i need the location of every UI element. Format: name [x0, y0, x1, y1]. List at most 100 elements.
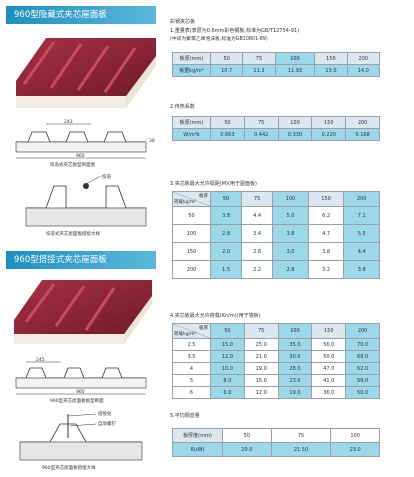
left-column: 960型隐藏式夹芯屋面板 243 960 38 扣盖式夹芯板型断面图 扣盖 扣盖… [6, 0, 156, 477]
t4-head: 75 [243, 323, 279, 339]
t4-head: 100 [277, 323, 313, 339]
panel-image-lap [14, 280, 152, 344]
diagram1-width-small: 243 [64, 119, 73, 125]
t4-cell: 47.0 [311, 362, 347, 375]
t2-head-label: 板厚(mm) [172, 116, 211, 129]
section3-title: 3.夹芯板最大允许檩距(M)(用于屋面板) [170, 181, 257, 187]
t4-cell: 28.0 [277, 362, 313, 375]
t4-cell: 25.0 [243, 338, 279, 351]
right-column: 彩钢夹芯板 1.重量表(表层为0.6mm彩色钢板,标准为GB/T12754-91… [170, 0, 406, 477]
diagram-hidden-section: 243 960 38 扣盖式夹芯板型断面图 [15, 119, 155, 168]
t3-head: 50 [209, 191, 243, 207]
t3-cell: 2.8 [209, 224, 243, 243]
t4-cell: 70.0 [345, 338, 380, 351]
t3-cell: 2.8 [272, 260, 309, 279]
t2-cell: 0.442 [243, 128, 279, 141]
t3-cell: 7.1 [343, 206, 380, 225]
section4-title: 4.夹芯板最大允许荷载(Kn/m)(用于墙板) [170, 313, 261, 319]
t2-head: 150 [311, 116, 347, 129]
band-title-hidden-panel: 960型隐藏式夹芯屋面板 [6, 6, 156, 24]
t5-head: 50 [222, 428, 272, 443]
band-title-lap-panel: 960型搭接式夹芯屋面板 [6, 251, 156, 269]
t4-head: 50 [210, 323, 245, 339]
t2-head: 50 [210, 116, 245, 129]
spec-header: 彩钢夹芯板 [170, 19, 196, 25]
t2-cell: 0.168 [345, 128, 380, 141]
t3-cell: 3.8 [272, 224, 309, 243]
weight-table: 板厚(mm) 50 75 100 150 200 板重kg/m² 10.7 11… [172, 52, 381, 77]
t3-cell: 4.4 [343, 242, 380, 261]
load-table: 板厚 荷载kg/m² 50 75 100 150 200 2.5 15.0 25… [172, 323, 380, 399]
t3-cell: 1.5 [209, 260, 243, 279]
t4-cell: 10.0 [210, 362, 245, 375]
t4-row-label: 5 [172, 374, 211, 387]
t4-cell: 21.0 [243, 350, 279, 363]
t3-cell: 3.8 [307, 242, 345, 261]
t3-head: 75 [241, 191, 274, 207]
t3-cell: 3.8 [343, 260, 380, 279]
t4-cell: 50.0 [311, 350, 347, 363]
t4-corner-bottom: 荷载kg/m² [174, 332, 197, 337]
diagram4-label2: 自攻螺钉 [98, 420, 116, 427]
t4-row-label: 4 [172, 362, 211, 375]
t3-row-label: 50 [172, 206, 211, 225]
diagram-hidden-joint: 扣盖 扣盖式夹芯屋面板搭接大样 [25, 173, 147, 237]
diagram3-width-big: 960 [76, 389, 85, 395]
diagram2-label: 扣盖 [102, 173, 111, 180]
t3-cell: 3.4 [241, 224, 274, 243]
t4-head: 200 [345, 323, 380, 339]
t5-head: 75 [270, 428, 332, 443]
t4-cell: 6.0 [210, 386, 245, 399]
t3-cell: 2.8 [241, 242, 274, 261]
t4-cell: 62.0 [345, 362, 380, 375]
t1-head: 200 [346, 52, 381, 65]
t4-cell: 8.0 [210, 374, 245, 387]
t3-head: 150 [307, 191, 345, 207]
t2-cell: 0.663 [210, 128, 245, 141]
diagram4-label1: 搭接处 [98, 410, 112, 417]
t3-cell: 2.0 [209, 242, 243, 261]
diagram3-width-small: 245 [36, 357, 45, 363]
t4-row-label: 3.5 [172, 350, 211, 363]
diagram4-caption: 960型夹芯屋面板搭接大样 [42, 464, 96, 471]
t5-head: 100 [330, 428, 380, 443]
t3-head: 200 [343, 191, 380, 207]
t3-row-label: 150 [172, 242, 211, 261]
t4-row-label: 2.5 [172, 338, 211, 351]
t2-head: 100 [277, 116, 313, 129]
t3-row-label: 200 [172, 260, 211, 279]
t5-cell: 23.0 [330, 442, 380, 457]
t4-cell: 23.0 [277, 374, 313, 387]
t1-row-label: 板重kg/m² [172, 64, 211, 77]
t1-head-label: 板厚(mm) [172, 52, 211, 65]
t1-cell: 14.0 [346, 64, 381, 77]
t5-cell: 20.0 [222, 442, 272, 457]
diagram-lap-section: 245 960 960型夹芯屋面板板型断面 [15, 357, 147, 404]
t3-row-label: 100 [172, 224, 211, 243]
t4-cell: 35.0 [277, 338, 313, 351]
t2-cell: 0.220 [311, 128, 347, 141]
sound-table: 板厚度(mm) 50 75 100 R(dB) 20.0 21.50 23.0 [172, 428, 380, 457]
t4-cell: 19.0 [277, 386, 313, 399]
section1-title: 1.重量表(表层为0.6mm彩色钢板,标准为GB/T12754-91) [170, 28, 300, 34]
t1-head: 75 [242, 52, 276, 65]
diagram2-caption: 扣盖式夹芯屋面板搭接大样 [46, 230, 100, 237]
t1-head: 50 [209, 52, 244, 65]
t3-cell: 2.2 [241, 260, 274, 279]
section5-title: 5.平均隔音量 [170, 413, 200, 419]
t2-cell: 0.330 [277, 128, 313, 141]
t2-row-label: W/m²k [172, 128, 211, 141]
t5-row-label: R(dB) [172, 442, 223, 457]
t3-head: 100 [272, 191, 309, 207]
heat-table: 板厚(mm) 50 75 100 150 200 W/m²k 0.663 0.4… [172, 116, 380, 141]
t3-cell: 5.5 [343, 224, 380, 243]
t3-cell: 3.8 [209, 206, 243, 225]
panel-image-hidden [16, 38, 156, 108]
t4-row-label: 6 [172, 386, 211, 399]
t1-cell: 11.3 [242, 64, 276, 77]
t4-cell: 19.0 [243, 362, 279, 375]
t4-cell: 30.0 [277, 350, 313, 363]
diagram-lap-joint: 搭接处 自攻螺钉 960型夹芯屋面板搭接大样 [19, 410, 143, 471]
t2-head: 75 [243, 116, 279, 129]
t4-corner: 板厚 荷载kg/m² [172, 323, 211, 339]
